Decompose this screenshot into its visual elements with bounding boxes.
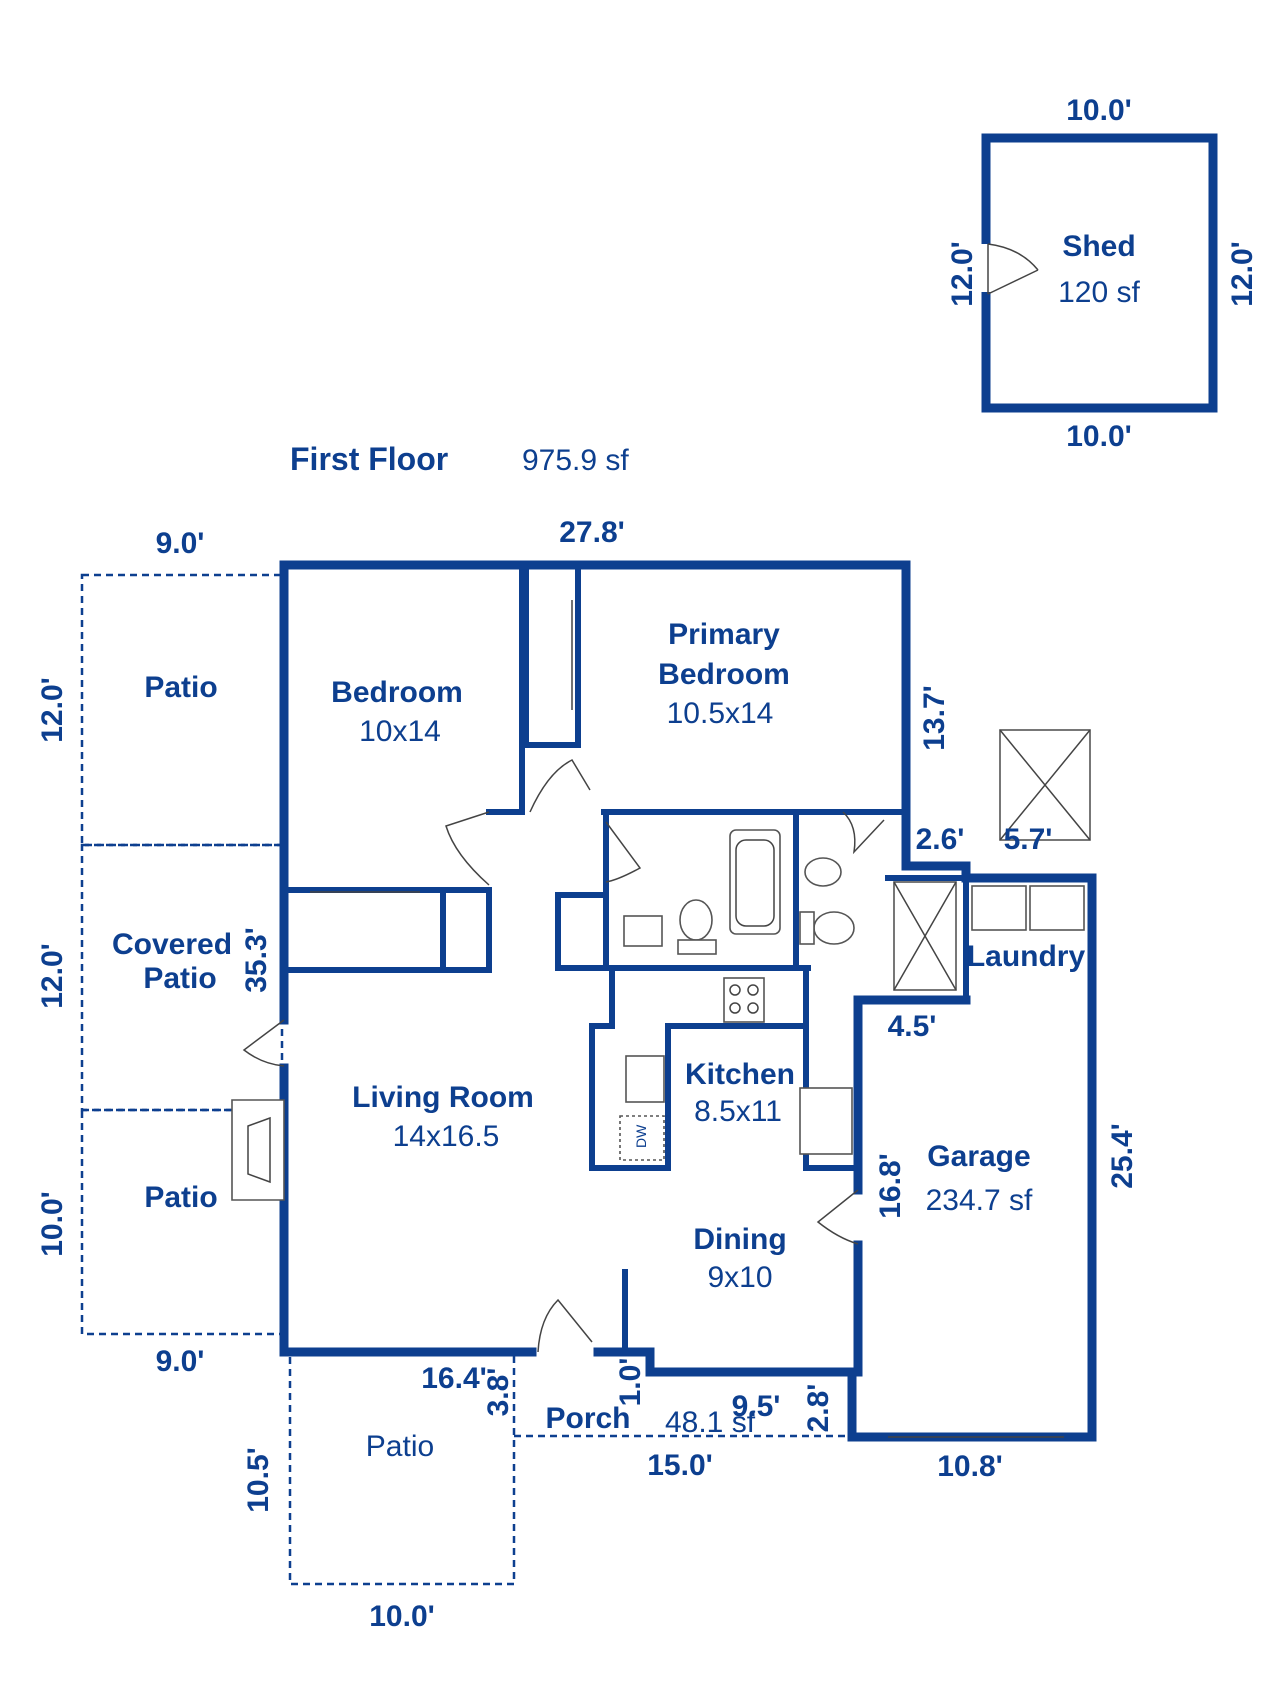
shower-x2: [893, 881, 957, 991]
toilet-2-tank: [799, 911, 815, 945]
shed-dim-top: 10.0': [1066, 94, 1132, 127]
shed-door-gap: [980, 244, 992, 292]
room-patio-top: Patio: [144, 671, 217, 704]
fixtures: DW: [231, 729, 1091, 1201]
room-kitchen-size: 8.5x11: [694, 1095, 782, 1128]
shed-door-line: [987, 269, 1039, 295]
burner-1: [729, 984, 741, 996]
bathtub: [729, 829, 781, 935]
door-primary-swing: [529, 759, 591, 813]
dim-covered-patio-depth: 12.0': [36, 943, 69, 1009]
shed: [980, 133, 1218, 413]
room-dining-name: Dining: [693, 1223, 786, 1256]
shed-dim-right: 12.0': [1226, 241, 1259, 307]
burner-3: [729, 1002, 741, 1014]
stove: [723, 977, 765, 1023]
interior-walls: [281, 562, 971, 1377]
room-bedroom-name: Bedroom: [331, 676, 463, 709]
dryer: [1029, 885, 1085, 931]
burner-4: [747, 1002, 759, 1014]
room-primary-size: 10.5x14: [667, 697, 774, 730]
bath-sink: [623, 915, 663, 947]
room-living-name: Living Room: [352, 1081, 534, 1114]
dim-garage-step: 4.5': [888, 1010, 937, 1043]
patio-top-outline: [80, 573, 284, 847]
dim-house-left: 35.3': [240, 927, 273, 993]
door-bath2-swing: [842, 811, 885, 855]
dim-porch-right: 2.8': [802, 1384, 835, 1433]
dim-patio-left-depth: 10.0': [36, 1191, 69, 1257]
dim-garage-bottom: 10.8': [937, 1450, 1003, 1483]
room-covered-patio-2: Patio: [143, 962, 216, 995]
fireplace: [231, 1099, 285, 1201]
refrigerator: [799, 1087, 853, 1155]
wall-linen: [555, 892, 609, 971]
bath2-sink: [804, 857, 842, 887]
dim-patio-bottom-depth: 10.5': [242, 1447, 275, 1513]
toilet-1-bowl: [679, 899, 713, 941]
shed-name: Shed: [1062, 230, 1135, 263]
burner-2: [747, 984, 759, 996]
dim-porch-width: 15.0': [647, 1449, 713, 1482]
room-primary-name-1: Primary: [668, 618, 780, 651]
dim-porch-small: 1.0': [614, 1358, 647, 1407]
room-garage-name: Garage: [927, 1140, 1030, 1173]
dishwasher: [619, 1115, 665, 1161]
wall-laundry: [885, 875, 969, 1003]
room-garage-area: 234.7 sf: [926, 1184, 1033, 1217]
shed-area: 120 sf: [1058, 276, 1140, 309]
shed-dim-bottom: 10.0': [1066, 420, 1132, 453]
room-kitchen-name: Kitchen: [685, 1058, 795, 1091]
shed-walls: [981, 133, 1218, 413]
kitchen-sink: [625, 1055, 665, 1103]
wall-kitchen-top: [589, 965, 809, 1171]
door-bath-swing: [605, 821, 642, 883]
dim-garage-left: 16.8': [874, 1153, 907, 1219]
dim-top-total: 27.8': [559, 516, 625, 549]
room-porch-name: Porch: [545, 1402, 630, 1435]
door-side-swing: [242, 1019, 285, 1067]
room-porch-area: 48.1 sf: [665, 1406, 756, 1439]
dim-dining-bottom: 9.5': [732, 1390, 781, 1423]
door-front-swing: [537, 1298, 593, 1353]
wall-closet-primary: [523, 562, 581, 748]
door-bedroom-swing: [445, 811, 490, 886]
patio-outlines: [80, 573, 846, 1586]
ext-shower-x2: [999, 729, 1091, 841]
room-bedroom-size: 10x14: [359, 715, 441, 748]
dishwasher-label: DW: [633, 1124, 649, 1148]
house-outline: [279, 560, 1097, 1442]
dim-primary-right: 13.7': [918, 685, 951, 751]
floor-title: First Floor: [290, 441, 448, 477]
dim-step-b: 5.7': [1004, 823, 1053, 856]
fireplace-inner: [247, 1116, 271, 1184]
dim-patio-left-width: 9.0': [156, 1345, 205, 1378]
dim-bottom-left: 16.4': [421, 1362, 487, 1395]
door-garage-swing: [816, 1189, 859, 1245]
room-laundry: Laundry: [967, 940, 1086, 973]
dim-garage-side: 25.4': [1106, 1123, 1139, 1189]
wall-garage-top: [853, 995, 971, 1195]
room-primary-name-2: Bedroom: [658, 658, 790, 691]
room-covered-patio-1: Covered: [112, 928, 232, 961]
toilet-2-bowl: [813, 911, 855, 945]
shed-dim-left: 12.0': [946, 241, 979, 307]
dim-patio-bottom-width: 10.0': [369, 1600, 435, 1633]
dim-patio-top-width: 9.0': [156, 527, 205, 560]
shed-door-swing: [987, 243, 1039, 271]
dim-step-a: 2.6': [916, 823, 965, 856]
doors: [242, 600, 885, 1353]
room-living-size: 14x16.5: [393, 1120, 500, 1153]
dim-porch-step: 3.8': [482, 1368, 515, 1417]
room-patio-left: Patio: [144, 1181, 217, 1214]
room-dining-size: 9x10: [707, 1261, 772, 1294]
washer: [971, 885, 1027, 931]
bathtub-inner: [735, 839, 775, 927]
toilet-1-tank: [677, 939, 717, 955]
dim-patio-top-depth: 12.0': [36, 677, 69, 743]
room-patio-bottom: Patio: [366, 1430, 434, 1463]
floor-area: 975.9 sf: [522, 444, 629, 477]
